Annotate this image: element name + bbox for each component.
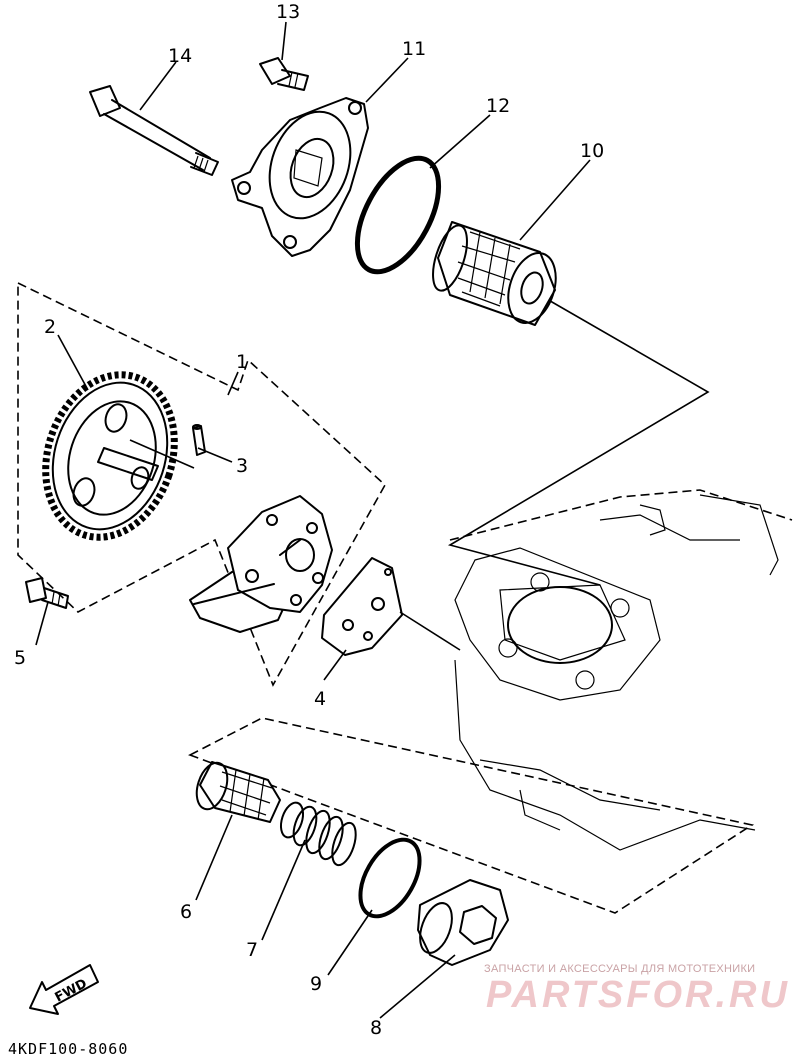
- oil-filter-element-10: [432, 221, 557, 326]
- watermark-caption: ЗАПЧАСТИ И АКСЕССУАРЫ ДЛЯ МОТОТЕХНИКИ: [484, 963, 756, 975]
- screw-5: [25, 577, 69, 609]
- crankcase-outline: [449, 489, 793, 851]
- oil-strainer-6: [195, 761, 281, 823]
- callout-13: 13: [276, 1, 300, 23]
- callout-3: 3: [236, 455, 248, 477]
- dowel-pin-3: [192, 424, 206, 456]
- callout-5: 5: [14, 647, 26, 669]
- callout-4: 4: [314, 688, 326, 710]
- callout-9: 9: [310, 973, 322, 995]
- pump-gear-2: [42, 371, 178, 541]
- leader-lines: [35, 21, 591, 1019]
- filter-guide-line: [447, 297, 710, 586]
- oil-pump-assembly-group-outline: [17, 281, 387, 687]
- callout-1: 1: [236, 351, 248, 373]
- gasket-guide-line: [399, 611, 461, 651]
- bolt-13: [259, 57, 309, 91]
- filter-cover-11: [231, 97, 369, 257]
- strainer-group-outline: [188, 717, 755, 914]
- callout-6: 6: [180, 901, 192, 923]
- drain-plug-8: [417, 879, 509, 966]
- oil-pump-body: [189, 495, 333, 633]
- callout-7: 7: [246, 939, 258, 961]
- gasket-4: [321, 557, 403, 656]
- callout-12: 12: [486, 95, 510, 117]
- diagram-code: 4KDF100-8060: [8, 1040, 129, 1058]
- bolt-14: [89, 85, 219, 176]
- callout-14: 14: [168, 45, 192, 67]
- forward-direction-arrow: FWD: [29, 964, 99, 1015]
- watermark-brand: PARTSFOR.RU: [486, 974, 790, 1016]
- callout-10: 10: [580, 140, 604, 162]
- o-ring-12: [354, 155, 442, 275]
- callout-2: 2: [44, 316, 56, 338]
- callout-11: 11: [402, 38, 426, 60]
- callout-8: 8: [370, 1017, 382, 1039]
- spring-7: [279, 801, 357, 867]
